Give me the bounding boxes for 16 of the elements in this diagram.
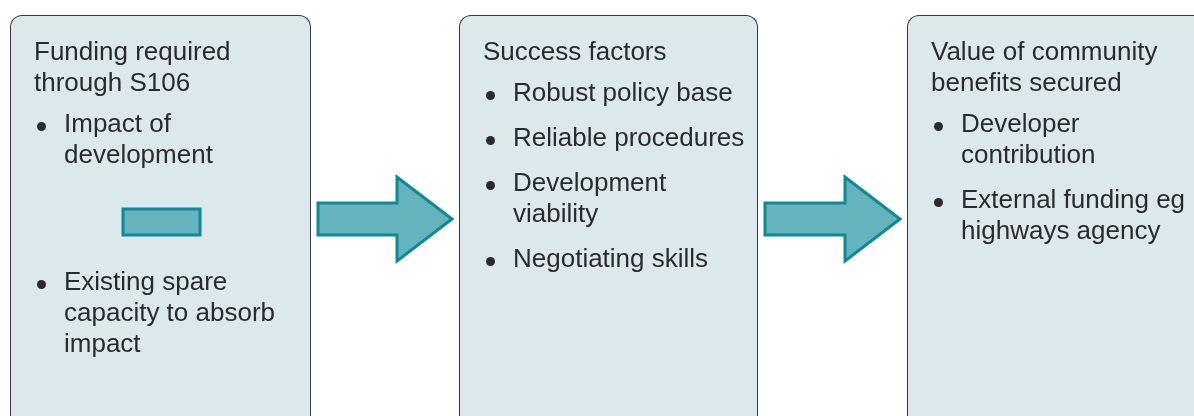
bullet-item: External funding eg highways agency bbox=[931, 184, 1194, 246]
bullet-item: Reliable procedures bbox=[483, 122, 747, 153]
bullet-item: Developer contribution bbox=[931, 108, 1194, 170]
text-panel bbox=[907, 15, 1194, 416]
block-arrow bbox=[763, 173, 903, 265]
block-arrow bbox=[316, 173, 455, 265]
bullet-item: Existing spare capacity to absorb impact bbox=[34, 266, 300, 359]
text-panel bbox=[459, 15, 758, 416]
bullet-item: Robust policy base bbox=[483, 77, 747, 108]
text-panel bbox=[10, 15, 311, 416]
panel-heading: Value of community benefits secured bbox=[931, 36, 1159, 98]
bullet-item: Negotiating skills bbox=[483, 243, 747, 274]
panel-heading: Funding required through S106 bbox=[34, 36, 232, 98]
bullet-item: Development viability bbox=[483, 167, 747, 229]
bullet-item: Impact of development bbox=[34, 108, 300, 170]
panel-heading: Success factors bbox=[483, 36, 668, 67]
